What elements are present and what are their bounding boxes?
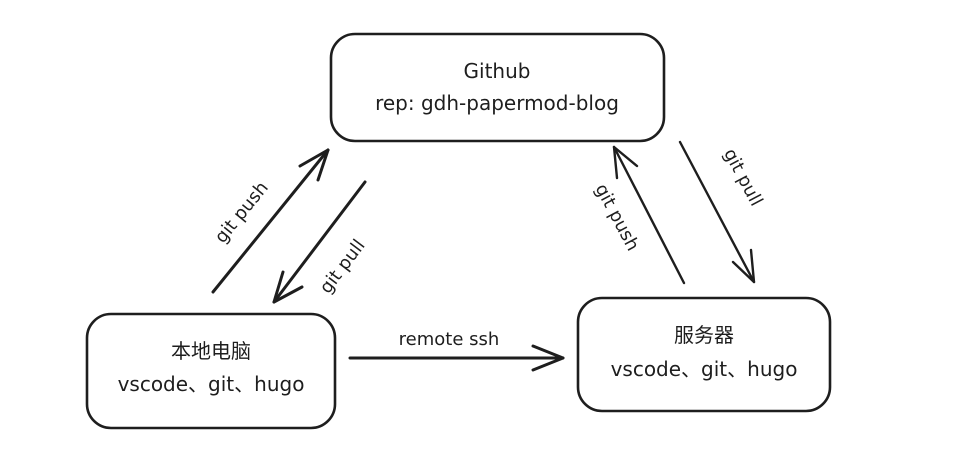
node-local-title: 本地电脑: [171, 339, 251, 363]
edge-local-pull-line: [272, 180, 367, 304]
node-github-title: Github: [464, 59, 531, 83]
node-local-box: [85, 312, 337, 430]
node-github-box: [329, 32, 666, 143]
edge-server-pull: git pull: [678, 140, 767, 284]
edge-remote-ssh-label: remote ssh: [399, 329, 500, 350]
edge-remote-ssh: remote ssh: [348, 329, 565, 372]
edge-local-push-arrowhead: [298, 148, 330, 182]
edge-server-pull-label: git pull: [719, 145, 767, 210]
edge-local-pull-label: git pull: [316, 236, 370, 298]
node-local-subtitle: vscode、git、hugo: [118, 372, 305, 396]
node-github[interactable]: Github rep: gdh-papermod-blog: [329, 32, 666, 143]
edge-local-pull-arrowhead: [272, 270, 304, 304]
edge-server-push-label: git push: [590, 180, 643, 254]
edge-server-push-line: [612, 145, 686, 285]
edge-local-push: git push: [211, 148, 330, 294]
edge-local-push-line: [211, 148, 330, 294]
node-server-subtitle: vscode、git、hugo: [611, 357, 798, 381]
edge-server-push: git push: [590, 145, 686, 285]
node-server-title: 服务器: [674, 323, 734, 347]
node-local[interactable]: 本地电脑 vscode、git、hugo: [85, 312, 337, 430]
node-server[interactable]: 服务器 vscode、git、hugo: [576, 296, 832, 413]
edge-server-pull-line: [678, 140, 756, 284]
edge-local-push-label: git push: [211, 178, 273, 248]
edge-server-push-arrowhead: [612, 145, 639, 180]
node-github-subtitle: rep: gdh-papermod-blog: [375, 91, 619, 115]
edge-server-pull-arrowhead: [731, 248, 756, 284]
node-server-box: [576, 296, 832, 413]
edge-remote-ssh-arrowhead: [531, 344, 565, 372]
